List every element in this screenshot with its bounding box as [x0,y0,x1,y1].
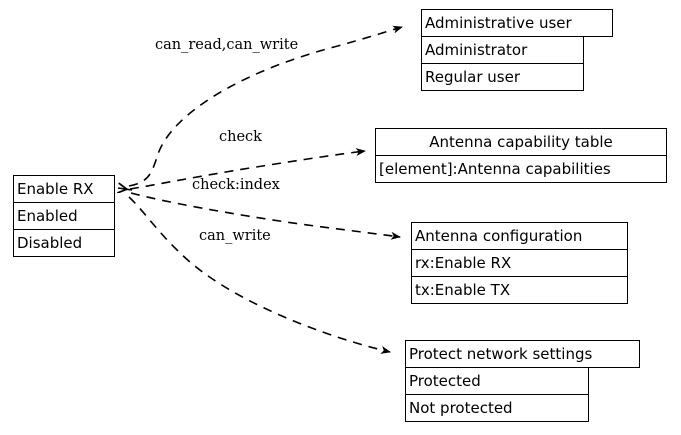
node-antenna-configuration-row: rx:Enable RX [411,250,628,277]
edge-can-write-line [128,196,391,354]
edge-check-index-line [130,192,401,240]
node-enable-rx-title: Enable RX [13,175,115,203]
node-administrative-user-row: Regular user [421,64,584,91]
edge-label-can-write: can_write [199,228,271,244]
node-antenna-capability-table-title: Antenna capability table [375,128,667,156]
edge-check-line [129,148,366,190]
node-administrative-user-row: Administrator [421,37,584,64]
node-protect-network-settings[interactable]: Protect network settings Protected Not p… [405,340,640,422]
node-enable-rx[interactable]: Enable RX Enabled Disabled [13,175,115,257]
node-antenna-configuration[interactable]: Antenna configuration rx:Enable RX tx:En… [411,222,628,304]
node-antenna-configuration-title: Antenna configuration [411,222,628,250]
edge-label-can-read-can-write: can_read,can_write [155,37,299,53]
edge-label-check-index: check:index [192,177,280,193]
node-administrative-user[interactable]: Administrative user Administrator Regula… [421,9,613,91]
node-antenna-capability-table[interactable]: Antenna capability table [element]:Anten… [375,128,667,183]
edge-label-check: check [219,129,262,145]
node-antenna-capability-table-row: [element]:Antenna capabilities [375,156,667,183]
node-enable-rx-row: Enabled [13,203,115,230]
node-administrative-user-title: Administrative user [421,9,613,37]
enable-rx-incoming-arrowhead [118,188,133,190]
edge-can-read-can-write-line [128,25,403,187]
node-protect-network-settings-row: Not protected [405,395,589,422]
node-protect-network-settings-row: Protected [405,368,589,395]
node-protect-network-settings-title: Protect network settings [405,340,640,368]
node-antenna-configuration-row: tx:Enable TX [411,277,628,304]
node-enable-rx-row: Disabled [13,230,115,257]
